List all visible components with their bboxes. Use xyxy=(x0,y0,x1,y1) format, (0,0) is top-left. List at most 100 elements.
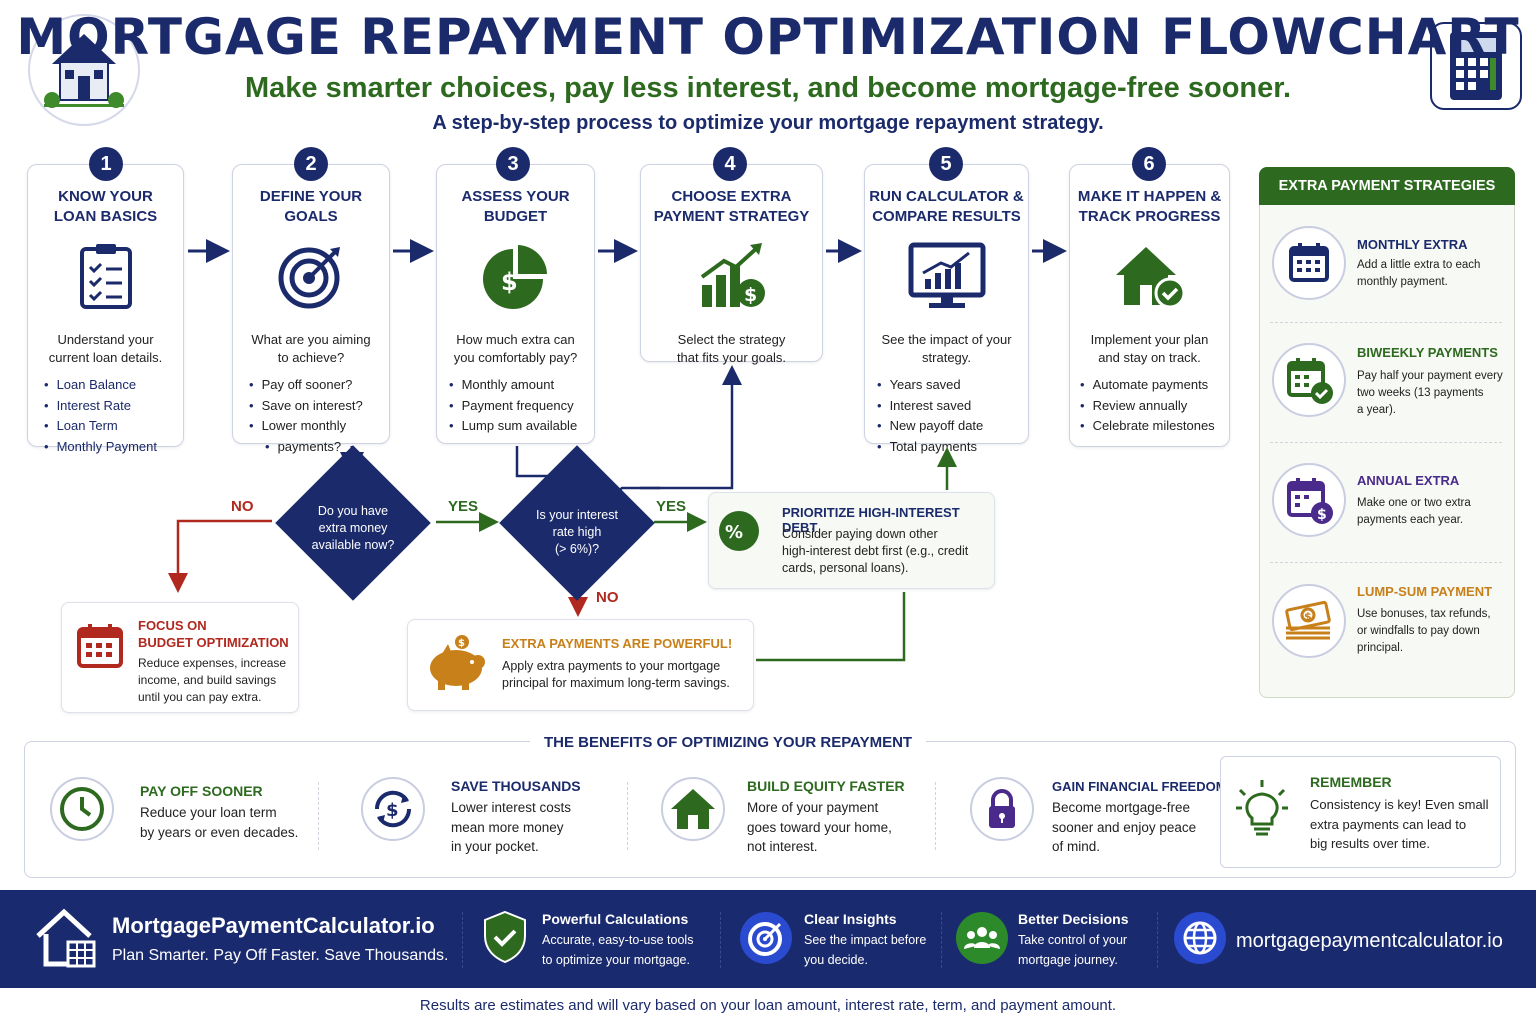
outcome-text-line: until you can pay extra. xyxy=(138,690,262,704)
step-item: Monthly amount xyxy=(449,375,594,396)
monthly-calendar-icon xyxy=(1272,226,1346,300)
step-title-line2: LOAN BASICS xyxy=(53,208,158,225)
step-item: Pay off sooner? xyxy=(249,375,389,396)
arrow-to-step4 xyxy=(640,365,742,490)
strategy-title: LUMP-SUM PAYMENT xyxy=(1357,584,1493,599)
divider xyxy=(1270,322,1502,323)
step-title-line2: PAYMENT STRATEGY xyxy=(653,208,810,225)
page-subtitle: Make smarter choices, pay less interest,… xyxy=(244,72,1292,104)
step-desc-line1: Understand your xyxy=(57,332,154,347)
divider xyxy=(1157,912,1158,968)
outcome-text-line: principal for maximum long-term savings. xyxy=(502,676,730,690)
outcome-text-line: Reduce expenses, increase xyxy=(138,656,287,670)
outcome-text-line: Consider paying down other xyxy=(782,527,938,541)
remember-text-line: extra payments can lead to xyxy=(1310,816,1467,832)
target-icon xyxy=(278,247,340,309)
decision-text-line: Do you have xyxy=(317,504,389,518)
step-item: payments? xyxy=(249,437,389,458)
step-title-line1: KNOW YOUR xyxy=(58,188,153,205)
benefit-text-line: of mind. xyxy=(1052,839,1101,854)
lightbulb-icon xyxy=(1236,780,1288,836)
remember-text-line: big results over time. xyxy=(1310,836,1430,851)
step-item: New payoff date xyxy=(877,416,1028,437)
remember-box xyxy=(1220,756,1501,868)
house-logo xyxy=(28,14,140,126)
decision-text-line: rate high xyxy=(552,525,602,539)
strategy-title: MONTHLY EXTRA xyxy=(1357,237,1468,252)
outcome-budget-optimization: FOCUS ON BUDGET OPTIMIZATION Reduce expe… xyxy=(61,602,299,713)
strategy-title: ANNUAL EXTRA xyxy=(1357,473,1460,488)
lock-icon xyxy=(970,777,1034,841)
outcome-title: PRIORITIZE HIGH-INTEREST DEBT xyxy=(782,505,960,535)
strategy-text-line: two weeks (13 payments xyxy=(1357,387,1484,399)
strategy-text-line: or windfalls to pay down xyxy=(1357,625,1480,637)
decision-text-line: extra money xyxy=(318,521,388,535)
footer-feature-line: Accurate, easy-to-use tools xyxy=(542,933,694,947)
step-item: Years saved xyxy=(877,375,1028,396)
benefit-title: BUILD EQUITY FASTER xyxy=(747,778,905,794)
calendar-icon xyxy=(77,624,123,668)
dollar-cycle-icon: $ xyxy=(361,777,425,841)
step-item: Loan Term xyxy=(44,416,183,437)
step-title-line2: TRACK PROGRESS xyxy=(1078,208,1221,225)
strategy-text-line: Add a little extra to each xyxy=(1357,259,1481,271)
step-card-1: KNOW YOUR LOAN BASICS Understand your cu… xyxy=(27,164,184,454)
step-desc-line2: and stay on track. xyxy=(1098,350,1201,365)
footer-website-link[interactable]: mortgagepaymentcalculator.io xyxy=(1236,930,1503,952)
decision-extra-money: Do you have extra money available now? xyxy=(293,503,413,554)
svg-text:$: $ xyxy=(744,284,757,306)
step-item: Interest saved xyxy=(877,396,1028,417)
benefit-text-line: sooner and enjoy peace xyxy=(1052,819,1197,835)
outcome-title: EXTRA PAYMENTS ARE POWERFUL! xyxy=(502,636,733,651)
outcome-high-interest-debt: % PRIORITIZE HIGH-INTEREST DEBT Consider… xyxy=(708,492,995,589)
step-desc-line1: See the impact of your xyxy=(881,332,1012,347)
benefit-title: PAY OFF SOONER xyxy=(140,783,263,799)
strategy-title: BIWEEKLY PAYMENTS xyxy=(1357,345,1498,360)
footer-brand: MortgagePaymentCalculator.io xyxy=(112,913,435,938)
step-title-line2: GOALS xyxy=(284,208,338,225)
benefit-text-line: Become mortgage-free xyxy=(1052,800,1191,815)
step-card-3: ASSESS YOUR BUDGET $ How much extra can … xyxy=(436,164,595,444)
outcome-extra-payments-powerful: $ EXTRA PAYMENTS ARE POWERFUL! Apply ext… xyxy=(407,619,754,711)
footer-feature-line: Take control of your xyxy=(1018,933,1128,947)
benefit-title: GAIN FINANCIAL FREEDOM xyxy=(1052,779,1227,794)
step-card-5: RUN CALCULATOR & COMPARE RESULTS See the… xyxy=(864,164,1029,454)
outcome-title-line: BUDGET OPTIMIZATION xyxy=(138,635,289,650)
benefit-text-line: mean more money xyxy=(451,819,564,835)
strategy-text-line: Make one or two extra xyxy=(1357,497,1471,509)
footer-feature-title: Clear Insights xyxy=(804,911,897,927)
svg-text:$: $ xyxy=(1304,610,1312,623)
remember-title: REMEMBER xyxy=(1310,774,1392,790)
step-number-badge: 3 xyxy=(496,147,530,181)
step-number-badge: 2 xyxy=(294,147,328,181)
strategy-text-line: a year). xyxy=(1357,404,1396,416)
divider xyxy=(462,912,463,968)
branch-label-no: NO xyxy=(596,589,619,606)
strategy-text-line: payments each year. xyxy=(1357,514,1464,526)
divider xyxy=(720,912,721,968)
footer-feature-line: you decide. xyxy=(804,953,868,967)
branch-label-yes: YES xyxy=(448,498,479,515)
benefit-text-line: Reduce your loan term xyxy=(140,805,277,820)
decision-interest-high: Is your interest rate high (> 6%)? xyxy=(517,507,637,558)
growth-bars-dollar-icon: $ xyxy=(700,243,765,307)
branch-label-yes: YES xyxy=(656,498,687,515)
step-desc-line2: to achieve? xyxy=(277,350,345,365)
house-equity-icon xyxy=(661,777,725,841)
benefits-title: THE BENEFITS OF OPTIMIZING YOUR REPAYMEN… xyxy=(530,734,927,751)
outcome-text-line: cards, personal loans). xyxy=(782,561,909,575)
step-item: Interest Rate xyxy=(44,396,183,417)
benefit-text-line: Lower interest costs xyxy=(451,800,572,815)
page-tagline: A step-by-step process to optimize your … xyxy=(432,112,1104,134)
percent-icon: % xyxy=(719,511,759,551)
step-item: Lower monthly xyxy=(249,416,389,437)
step-item: Celebrate milestones xyxy=(1080,416,1229,437)
target-insight-icon xyxy=(740,912,792,964)
divider xyxy=(941,912,942,968)
strategies-header: EXTRA PAYMENT STRATEGIES xyxy=(1259,167,1515,205)
divider xyxy=(1270,442,1502,443)
step-item: Automate payments xyxy=(1080,375,1229,396)
step-item: Monthly Payment xyxy=(44,437,183,458)
step-item: Save on interest? xyxy=(249,396,389,417)
step-title-line1: RUN CALCULATOR & xyxy=(869,188,1024,205)
